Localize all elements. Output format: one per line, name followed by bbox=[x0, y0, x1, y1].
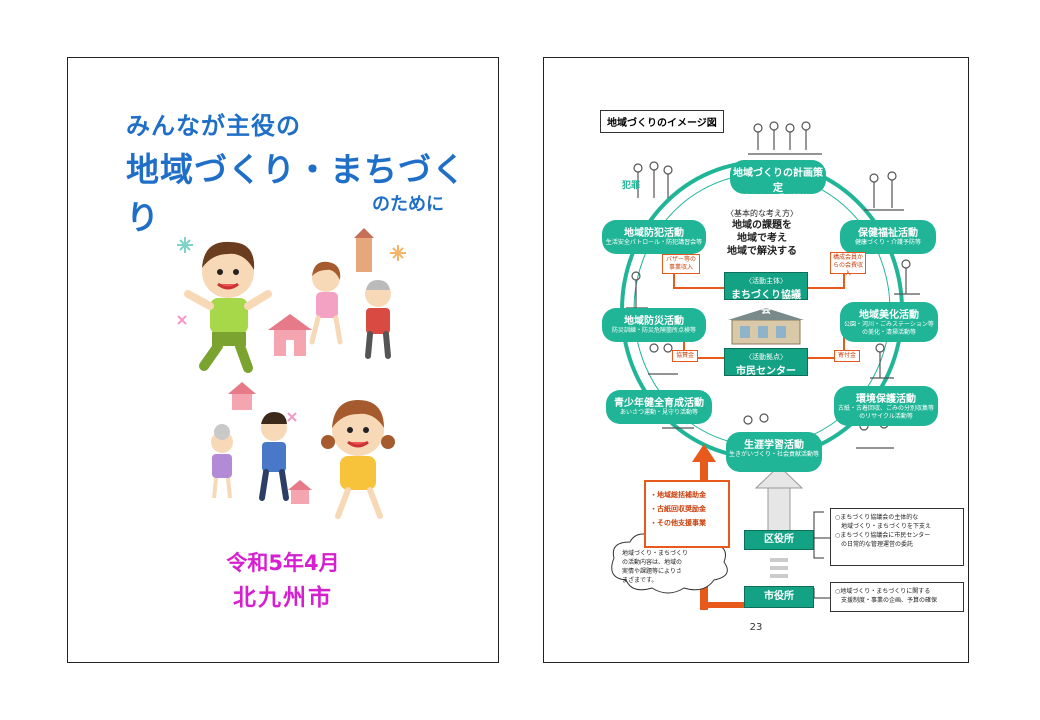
cover-illustration bbox=[177, 228, 406, 519]
tag-member-fees: 構成会員からの会費収入 bbox=[830, 252, 866, 277]
dad-figure bbox=[259, 412, 289, 501]
activity-health-welfare: 保健福祉活動健康づくり・介護予防等 bbox=[840, 220, 936, 254]
activity-planning: 地域づくりの計画策定地域づくりの目標・活動計画等 bbox=[730, 160, 826, 201]
tag-sponsorship: 協賛金 bbox=[672, 350, 698, 362]
city-office-notes: ○地域づくり・まちづくりに関する 支援制度・事業の企画、予算の確保 bbox=[830, 582, 964, 612]
cover-title: 地域づくり・まちづくり bbox=[126, 150, 466, 237]
activity-disaster-prevention: 地域防災活動防災訓練・防災危険箇所点検等 bbox=[602, 308, 706, 342]
diagram-page: 地域づくりのイメージ図 bbox=[543, 57, 969, 663]
girl-figure bbox=[321, 400, 395, 519]
funds-box: ・地域総括補助金 ・古紙回収奨励金 ・その他支援事業 bbox=[644, 480, 730, 548]
crime-sign: 犯罪 bbox=[622, 181, 641, 191]
activity-youth: 青少年健全育成活動あいさつ運動・見守り活動等 bbox=[606, 390, 712, 424]
page-number: 23 bbox=[749, 622, 763, 633]
ward-office-notes: ○まちづくり協議会の主体的な 地域づくり・まちづくりを下支え ○まちづくり協議会… bbox=[830, 508, 964, 566]
grandma-figure bbox=[211, 424, 233, 499]
old-man-figure bbox=[365, 280, 391, 359]
ward-office-box: 区役所 bbox=[744, 530, 814, 550]
cover-date: 令和5年4月 bbox=[226, 551, 340, 575]
cloud-note: 地域づくり・まちづくり の活動内容は、地域の 実情や課題等によりさ まざまです。 bbox=[622, 550, 689, 584]
activity-environment: 環境保護活動古紙・古着回収、ごみの分別収集等のリサイクル活動等 bbox=[834, 386, 938, 426]
activity-beautification: 地域美化活動公園・河川・ごみステーション等の美化・清掃活動等 bbox=[840, 302, 938, 342]
activity-crime-prevention: 地域防犯活動生活安全パトロール・防犯講習会等 bbox=[602, 220, 706, 254]
council-box: 〈活動主体〉まちづくり協議会 bbox=[724, 272, 808, 316]
cover-subtitle: みんなが主役の bbox=[126, 112, 301, 140]
cover-city: 北九州市 bbox=[233, 585, 333, 611]
house-icon bbox=[268, 314, 312, 356]
center-box: 〈活動拠点〉市民センター bbox=[724, 348, 808, 377]
sparkle-icon bbox=[177, 237, 193, 253]
cover-page: みんなが主役の 地域づくり・まちづくり のために bbox=[67, 57, 499, 663]
diagram-label: 地域づくりのイメージ図 bbox=[600, 110, 724, 133]
activity-lifelong-learning: 生涯学習活動生きがいづくり・社会貢献活動等 bbox=[726, 432, 822, 472]
basic-philosophy: 〈基本的な考え方〉 地域の課題を 地域で考え 地域で解決する bbox=[726, 209, 798, 257]
woman-figure bbox=[309, 261, 343, 345]
tag-bazaar-income: バザー等の事業収入 bbox=[662, 254, 700, 274]
boy-figure bbox=[184, 241, 272, 373]
building-icon bbox=[728, 308, 804, 345]
cover-title-tail: のために bbox=[372, 194, 444, 215]
city-office-box: 市役所 bbox=[744, 586, 814, 608]
tag-donation: 寄付金 bbox=[834, 350, 860, 362]
